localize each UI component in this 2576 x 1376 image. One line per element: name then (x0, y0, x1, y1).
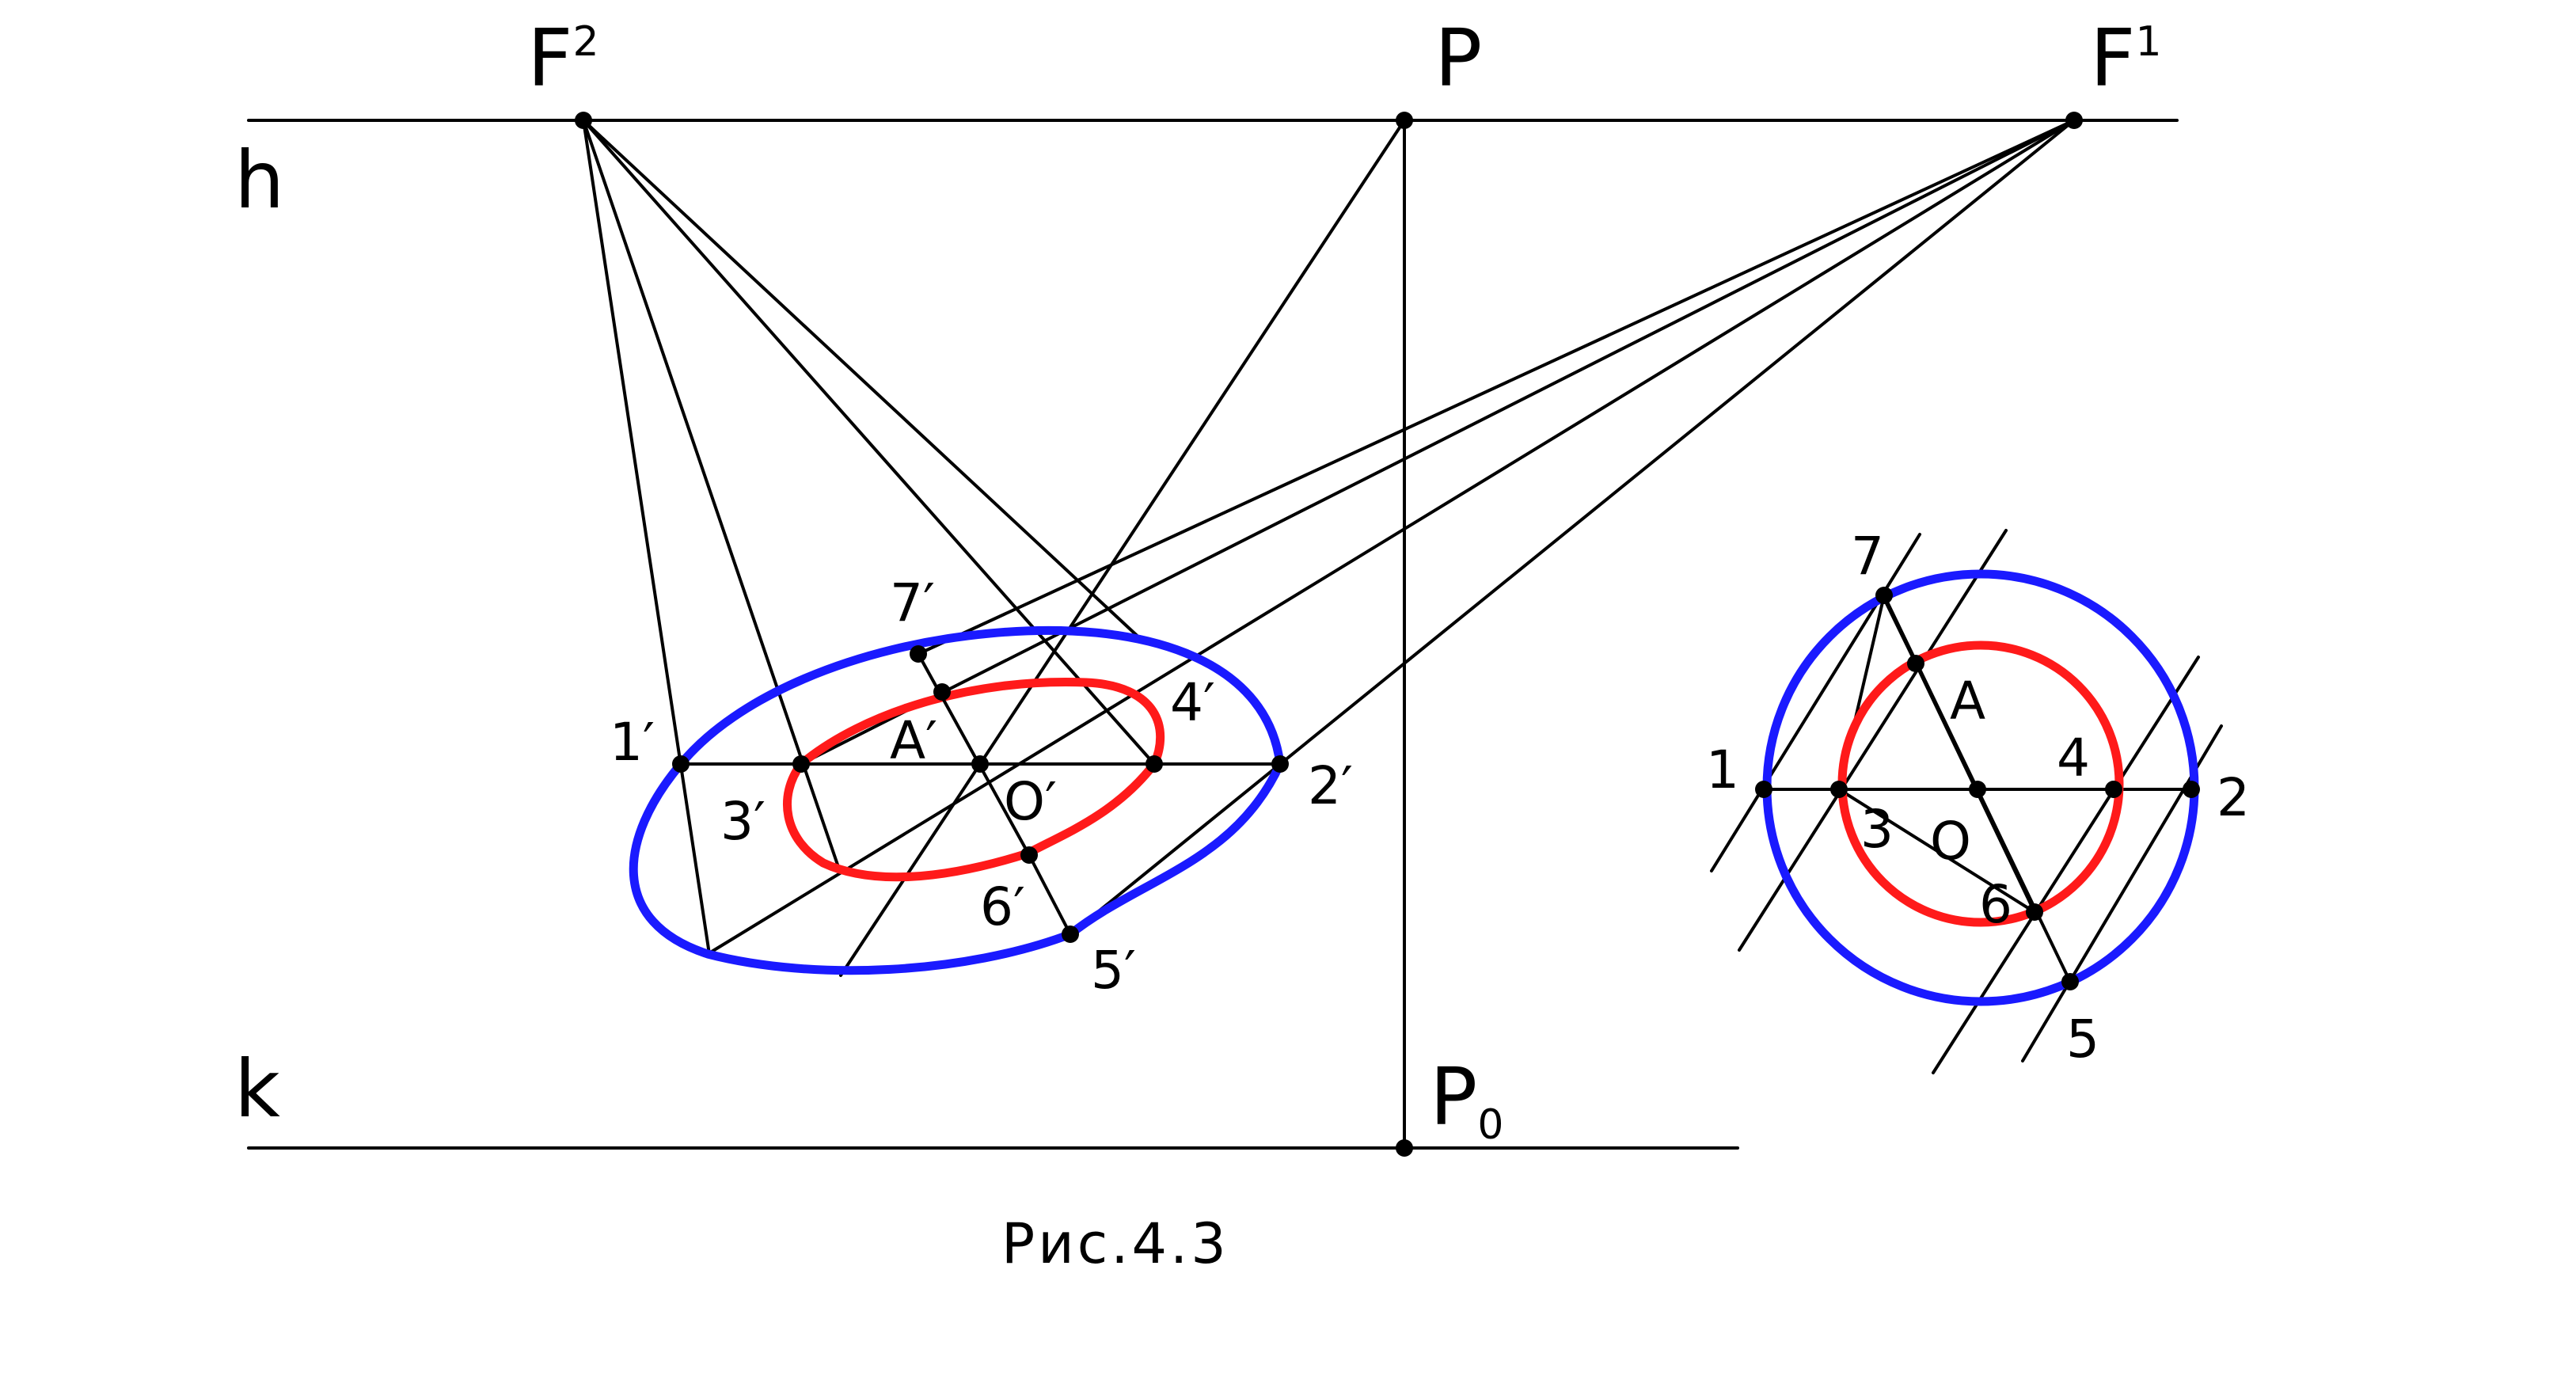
label-plan-7: 7 (1851, 526, 1884, 587)
label-persp-o: O′ (1004, 771, 1057, 832)
label-persp-4: 4′ (1170, 672, 1215, 733)
point-labels: F2 P F1 P0 (527, 12, 2162, 1149)
plan-view (1710, 529, 2223, 1074)
dot-persp-o (971, 755, 989, 773)
label-plan-o: O (1930, 811, 1971, 872)
dot-plan-1 (1755, 781, 1772, 798)
dot-plan-3 (1830, 781, 1848, 798)
label-f1: F1 (2090, 12, 2162, 105)
point-markers (575, 112, 2200, 1157)
dot-persp-6 (1020, 846, 1038, 864)
dot-persp-4 (1146, 755, 1163, 773)
ray-f1-a (917, 119, 2076, 656)
plan-diag-2 (1881, 594, 1917, 665)
ray-f1-b (800, 119, 2076, 766)
dot-plan-2 (2183, 781, 2200, 798)
outer-perspective-ellipse (629, 625, 1285, 975)
ray-f2-d (582, 119, 1145, 643)
label-f2: F2 (527, 12, 599, 105)
dot-f1 (2065, 112, 2083, 129)
plan-point-labels: 1 2 3 4 5 6 7 A O (1706, 526, 2250, 1070)
label-persp-1: 1′ (610, 712, 655, 773)
dot-plan-7 (1875, 587, 1893, 604)
ray-f1-d (1069, 119, 2076, 936)
dot-p0 (1396, 1139, 1413, 1157)
dot-persp-a (933, 683, 951, 701)
label-plan-a: A (1950, 671, 1985, 732)
dot-plan-a (1907, 655, 1924, 672)
dot-persp-3 (792, 755, 810, 773)
construction-lines (247, 119, 2179, 1150)
label-persp-7: 7′ (890, 572, 935, 633)
label-plan-6: 6 (1979, 874, 2012, 935)
ray-f1-c (706, 119, 2076, 956)
ray-p (839, 119, 1406, 977)
dot-plan-o (1969, 781, 1986, 798)
dot-persp-2 (1271, 755, 1289, 773)
dot-plan-5 (2061, 973, 2079, 990)
label-p: P (1434, 12, 1482, 105)
plan-parallel-2 (1738, 529, 2008, 952)
label-persp-6: 6′ (980, 876, 1025, 937)
perspective-point-labels: 1′ 2′ 3′ 4′ 5′ 6′ 7′ A′ O′ (610, 572, 1353, 1001)
dot-persp-7 (910, 645, 927, 663)
label-persp-5: 5′ (1091, 940, 1136, 1001)
perspective-shape (629, 625, 1285, 975)
dot-plan-6 (2026, 903, 2043, 921)
dot-plan-4 (2105, 781, 2122, 798)
persp-tri-2 (1028, 853, 1072, 936)
plan-triangle-down (1837, 788, 2036, 914)
dot-persp-5 (1062, 926, 1079, 943)
ray-f2-a (582, 119, 711, 956)
figure-caption: Рис.4.3 (1001, 1211, 1229, 1276)
line-labels: h k (234, 134, 284, 1135)
label-plan-3: 3 (1860, 799, 1894, 860)
inner-perspective-ellipse (782, 677, 1165, 882)
label-plan-5: 5 (2066, 1009, 2099, 1070)
label-plan-2: 2 (2217, 767, 2250, 828)
dot-p (1396, 112, 1413, 129)
label-persp-a: A′ (890, 710, 937, 771)
label-ground: k (234, 1043, 280, 1135)
label-plan-4: 4 (2057, 728, 2090, 789)
label-plan-1: 1 (1706, 739, 1739, 800)
label-persp-2: 2′ (1308, 755, 1353, 816)
ray-f2-c (582, 119, 1156, 766)
dot-persp-1 (672, 755, 690, 773)
label-persp-3: 3′ (720, 791, 766, 852)
label-horizon: h (234, 134, 284, 226)
dot-f2 (575, 112, 592, 129)
label-p0: P0 (1430, 1051, 1503, 1149)
ray-f2-b (582, 119, 841, 871)
